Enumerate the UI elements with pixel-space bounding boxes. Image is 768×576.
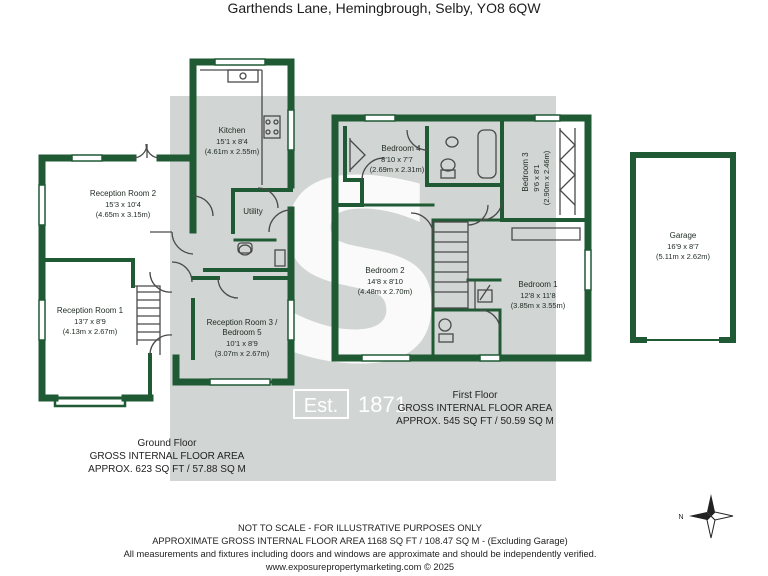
ground-floor-area: APPROX. 623 SQ FT / 57.88 SQ M — [88, 464, 246, 475]
compass-label: N — [678, 514, 683, 521]
ground-floor-name: Ground Floor — [138, 438, 198, 449]
reception2-name: Reception Room 2 — [90, 189, 157, 198]
reception1-name: Reception Room 1 — [57, 306, 124, 315]
bedroom1-imperial: 12'8 x 11'8 — [520, 291, 555, 300]
first-floor-caption: First Floor GROSS INTERNAL FLOOR AREA AP… — [396, 390, 554, 427]
kitchen-imperial: 15'1 x 8'4 — [216, 137, 248, 146]
bedroom1-name: Bedroom 1 — [518, 280, 558, 289]
bedroom4-name: Bedroom 4 — [381, 144, 421, 153]
bedroom2-name: Bedroom 2 — [365, 266, 405, 275]
utility-name: Utility — [243, 207, 263, 216]
bedroom4-imperial: 8'10 x 7'7 — [381, 155, 413, 164]
bedroom3-metric: (2.90m x 2.46m) — [542, 150, 551, 205]
kitchen-name: Kitchen — [219, 126, 246, 135]
watermark: S Est. 1871 — [170, 96, 556, 481]
first-floor-name: First Floor — [453, 390, 499, 401]
first-floor-windows — [361, 114, 592, 362]
reception1-imperial: 13'7 x 8'9 — [74, 317, 106, 326]
bedroom2-metric: (4.48m x 2.70m) — [358, 287, 413, 296]
bedroom3-name: Bedroom 3 — [521, 152, 530, 192]
watermark-year: 1871 — [358, 392, 407, 417]
reception1-metric: (4.13m x 2.67m) — [63, 327, 118, 336]
footer-line1: NOT TO SCALE - FOR ILLUSTRATIVE PURPOSES… — [238, 523, 482, 533]
reception3-metric: (3.07m x 2.67m) — [215, 349, 270, 358]
watermark-est: Est. — [304, 395, 338, 417]
watermark-panel — [170, 96, 556, 481]
watermark-letter: S — [270, 128, 450, 419]
reception3-name2: Bedroom 5 — [222, 328, 262, 337]
bedroom4-metric: (2.69m x 2.31m) — [370, 165, 425, 174]
reception3-imperial: 10'1 x 8'9 — [226, 339, 258, 348]
bedroom3-imperial: 9'6 x 8'1 — [532, 164, 541, 191]
ground-floor-fixtures — [132, 69, 292, 356]
footer-line2: APPROXIMATE GROSS INTERNAL FLOOR AREA 11… — [152, 536, 568, 546]
first-floor-area: APPROX. 545 SQ FT / 50.59 SQ M — [396, 416, 554, 427]
watermark-est-box — [293, 389, 349, 419]
garage-metric: (5.11m x 2.62m) — [656, 252, 711, 261]
footer: NOT TO SCALE - FOR ILLUSTRATIVE PURPOSES… — [124, 523, 597, 572]
first-floor-area-label: GROSS INTERNAL FLOOR AREA — [398, 403, 553, 414]
compass-icon: N — [678, 494, 734, 539]
garage-imperial: 16'9 x 8'7 — [667, 242, 699, 251]
ground-floor-caption: Ground Floor GROSS INTERNAL FLOOR AREA A… — [88, 438, 246, 475]
bedroom2-imperial: 14'8 x 8'10 — [367, 277, 403, 286]
footer-line4: www.exposurepropertymarketing.com © 2025 — [265, 562, 454, 572]
garage-name: Garage — [670, 231, 697, 240]
footer-line3: All measurements and fixtures including … — [124, 549, 597, 559]
bedroom1-metric: (3.85m x 3.55m) — [511, 301, 566, 310]
ground-floor-windows — [38, 58, 295, 386]
reception2-imperial: 15'3 x 10'4 — [105, 200, 141, 209]
garage-plan — [630, 152, 736, 343]
first-floor-fixtures — [349, 128, 581, 343]
plan-title: Garthends Lane, Hemingbrough, Selby, YO8… — [227, 0, 541, 16]
ground-floor-area-label: GROSS INTERNAL FLOOR AREA — [90, 451, 245, 462]
kitchen-metric: (4.61m x 2.55m) — [205, 147, 260, 156]
room-labels: Kitchen 15'1 x 8'4 (4.61m x 2.55m) Recep… — [57, 126, 711, 358]
reception2-metric: (4.65m x 3.15m) — [96, 210, 151, 219]
reception3-name: Reception Room 3 / — [207, 318, 278, 327]
